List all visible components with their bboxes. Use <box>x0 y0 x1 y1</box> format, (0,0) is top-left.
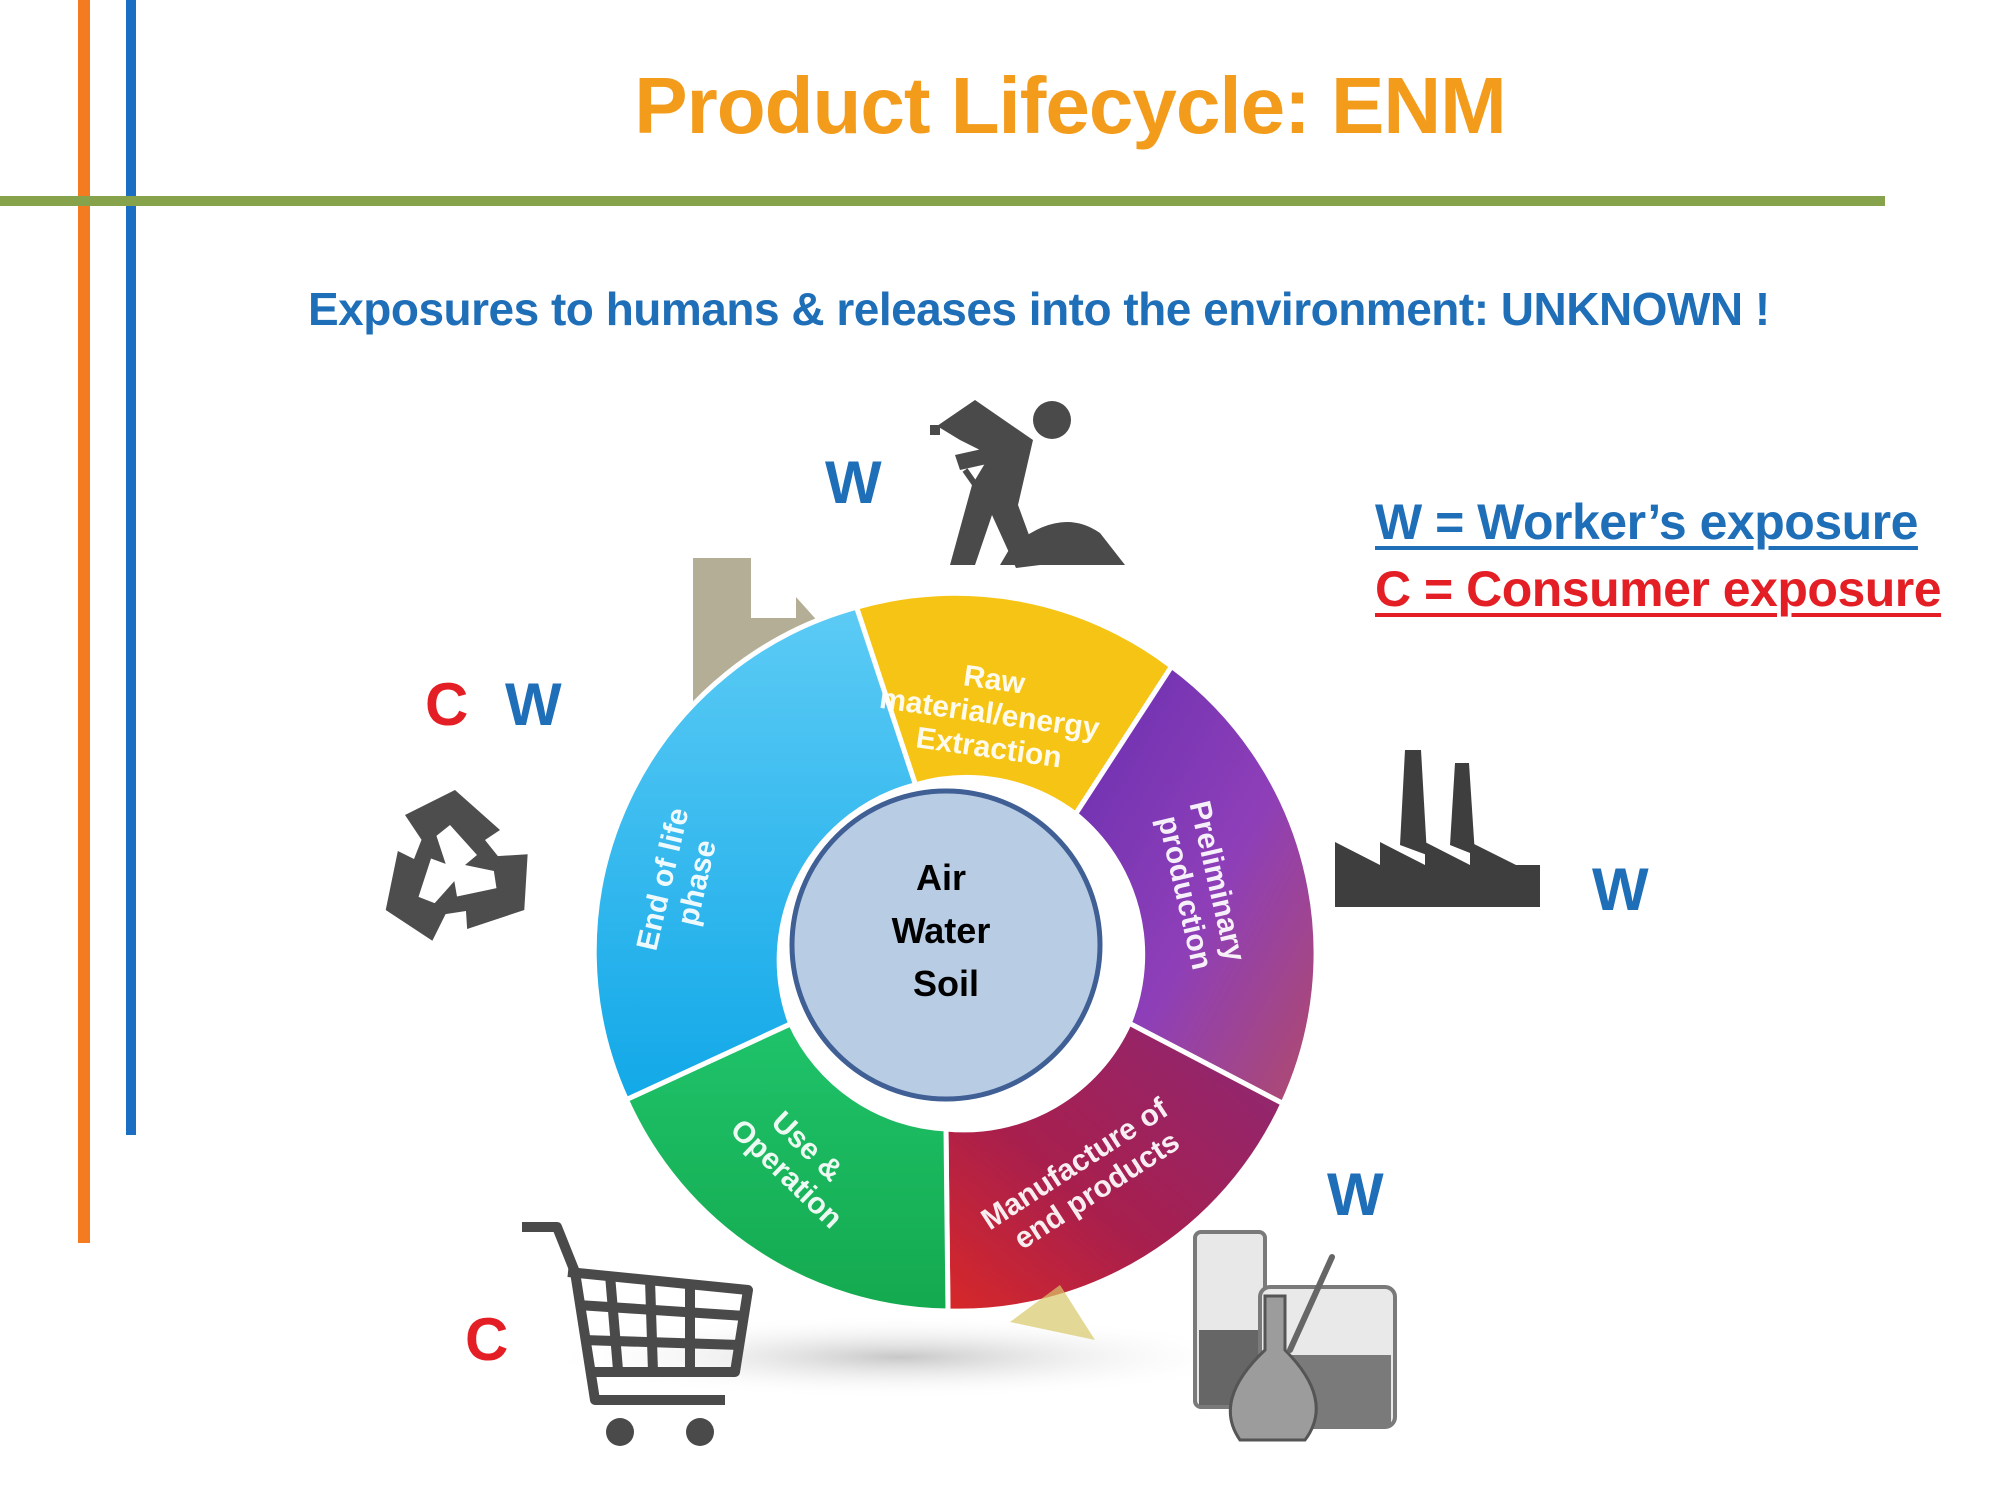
segment-raw-material <box>853 590 1175 818</box>
center-label-water: Water <box>892 910 991 951</box>
worker-mark-manufacture: W <box>1327 1161 1384 1228</box>
factory-icon <box>1335 750 1540 907</box>
segment-end-of-life <box>591 604 919 1103</box>
legend-consumer: C = Consumer exposure <box>1375 561 1942 617</box>
segment-use-operation <box>623 1020 951 1314</box>
consumer-mark-end-of-life: C <box>425 671 469 738</box>
consumer-mark-use: C <box>465 1306 509 1373</box>
subtitle: Exposures to humans & releases into the … <box>308 283 1770 335</box>
blue-accent-line <box>126 0 136 1135</box>
wedge-decoration <box>1010 1285 1095 1340</box>
title-divider <box>0 196 1885 206</box>
worker-digging-icon <box>930 400 1125 568</box>
segment-manufacture <box>943 1019 1287 1314</box>
lifecycle-ring <box>591 590 1319 1314</box>
orange-accent-line <box>78 0 90 1243</box>
worker-mark-end-of-life: W <box>505 671 562 738</box>
recycle-icon <box>385 790 528 941</box>
worker-mark-production: W <box>1592 856 1649 923</box>
svg-text:Air Water Soil: Air Water Soil <box>892 857 1001 1004</box>
center-circle: Air Water Soil <box>789 788 1103 1102</box>
legend-worker: W = Worker’s exposure <box>1375 494 1918 550</box>
lab-glassware-icon <box>1193 1230 1397 1442</box>
shopping-cart-icon <box>522 1222 753 1446</box>
center-label-air: Air <box>916 857 966 898</box>
worker-mark-extraction: W <box>825 449 882 516</box>
segment-preliminary-production <box>1072 662 1319 1107</box>
center-label-soil: Soil <box>913 963 979 1004</box>
page-title: Product Lifecycle: ENM <box>634 61 1507 150</box>
